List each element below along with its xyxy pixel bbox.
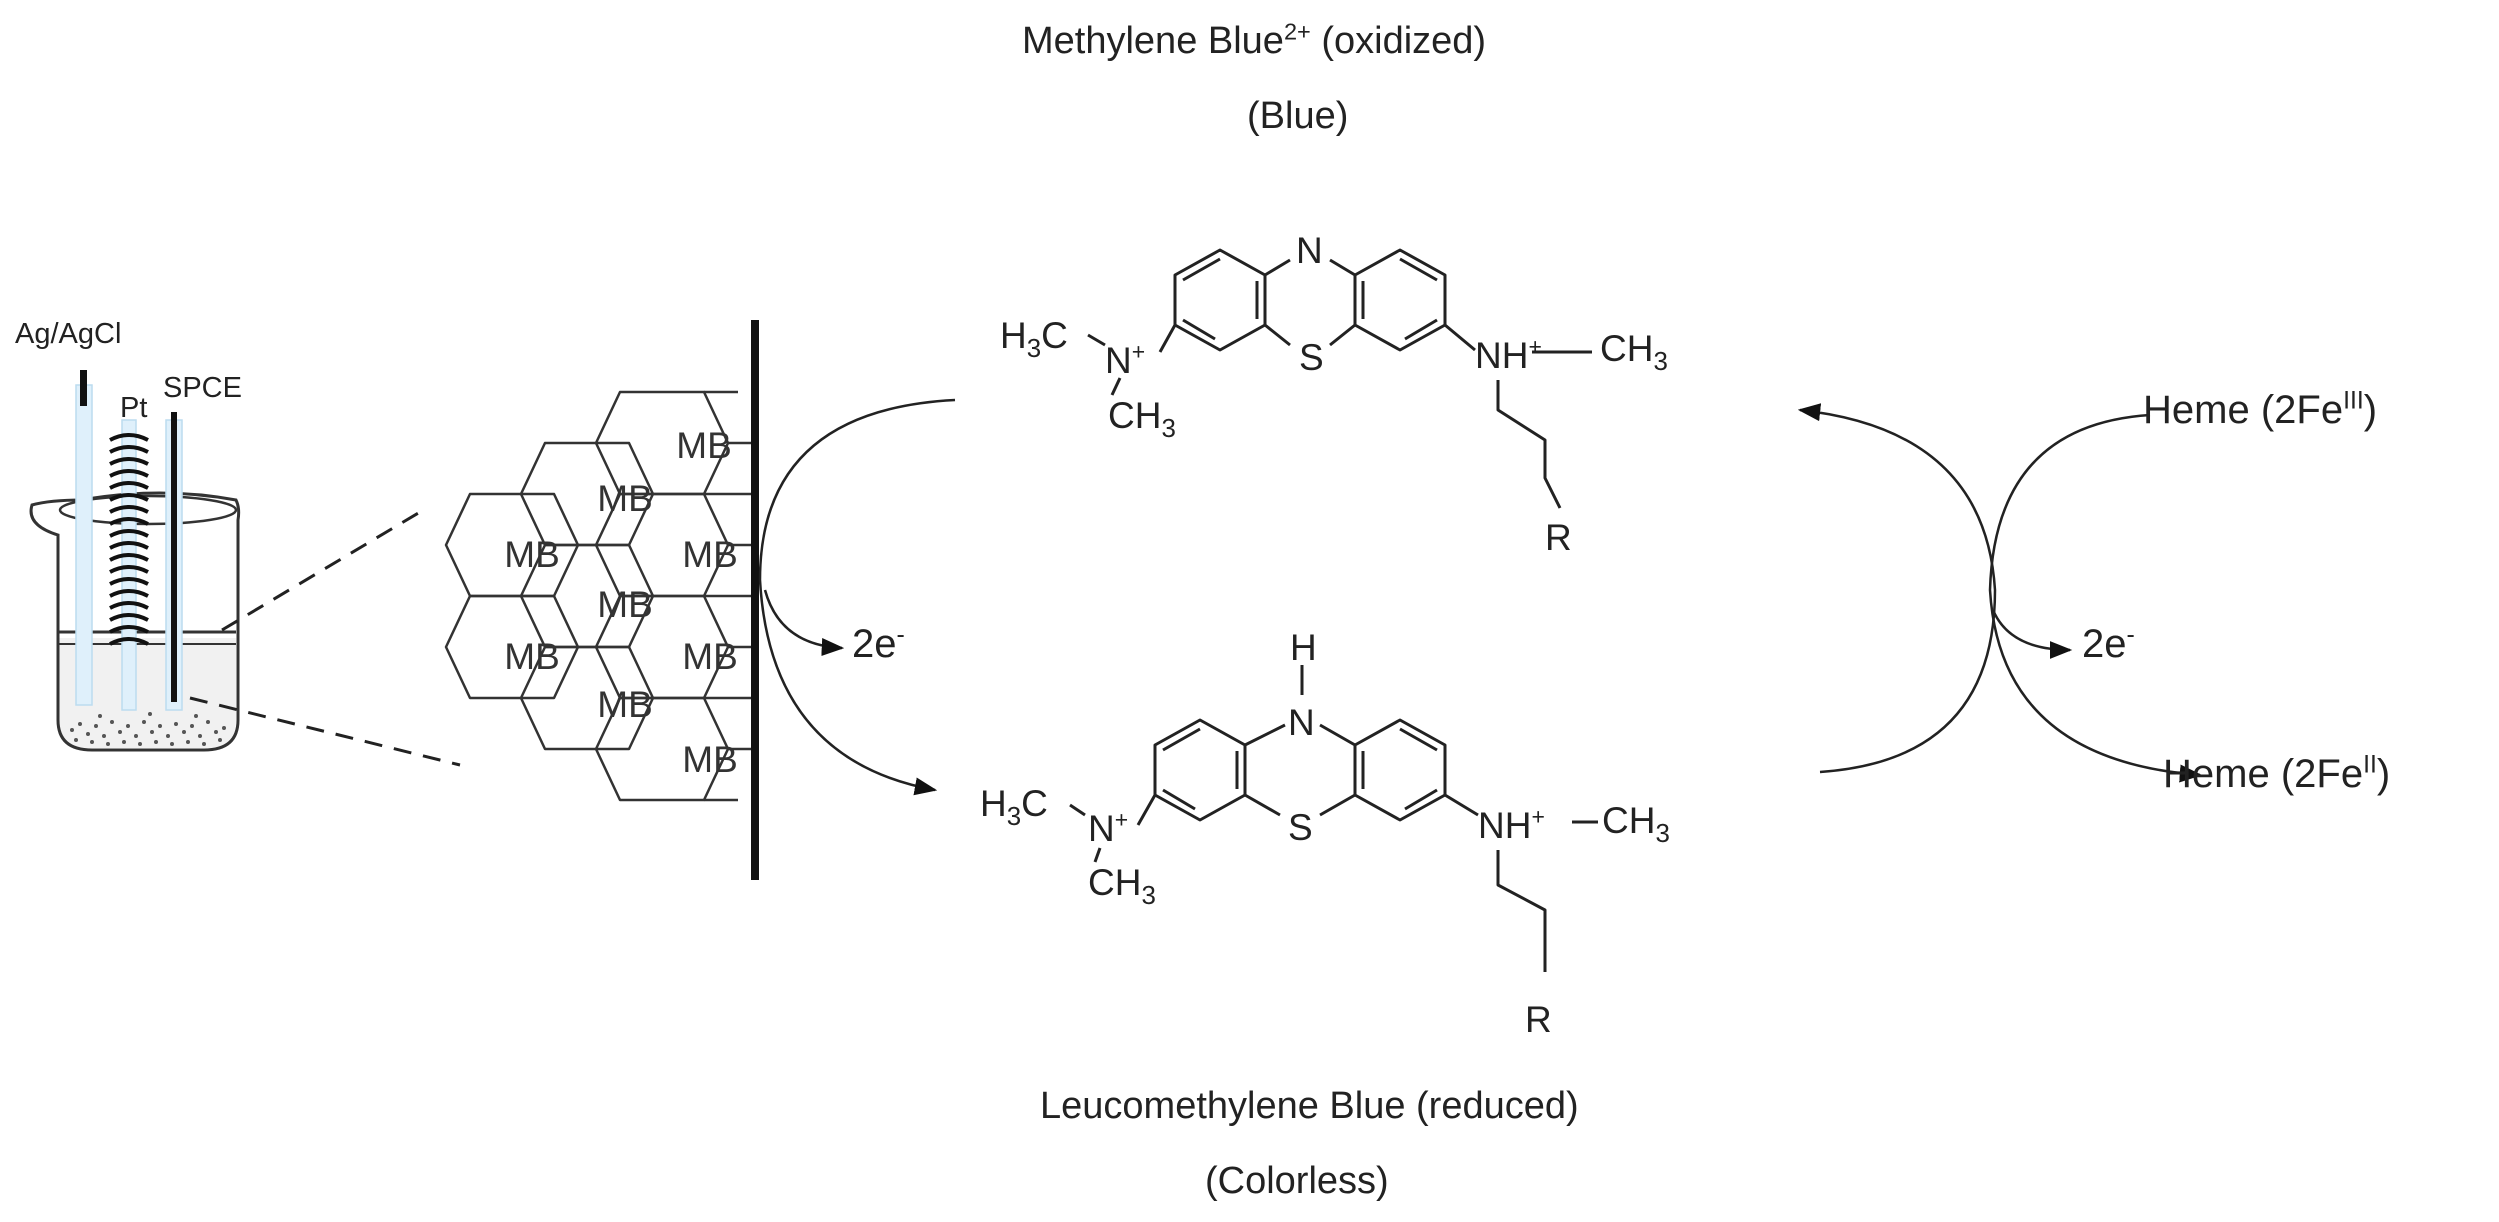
cell-sediment (70, 712, 226, 746)
atom-r: R (1525, 999, 1552, 1040)
spce-label: SPCE (163, 372, 242, 404)
pt-label: Pt (120, 392, 148, 424)
heme-oxidized-label: Heme (2FeIII) (2143, 387, 2378, 432)
heme-arc-arrow (1988, 413, 2203, 783)
left-electron-arrow (763, 589, 845, 657)
electron-label-right: 2e- (2082, 621, 2135, 666)
mb-left-h3c: H3C (1000, 315, 1068, 364)
mb-label: MB (676, 425, 732, 466)
mb-label: MB (597, 684, 653, 725)
mb-label: MB (597, 584, 653, 625)
leuco-left-h3c: H3C (980, 783, 1048, 832)
mb-label: MB (504, 534, 560, 575)
leuco-left-ch3: CH3 (1088, 862, 1156, 911)
mb-label: MB (682, 534, 738, 575)
atom-r: R (1545, 517, 1572, 558)
oxidized-color-label: (Blue) (1247, 95, 1349, 137)
atom-n-ring: N (1296, 230, 1323, 271)
mb-right-ch3: CH3 (1600, 328, 1668, 377)
mb-label: MB (682, 636, 738, 677)
mb-left-ch3: CH3 (1108, 395, 1176, 444)
zoom-line-bottom (189, 696, 461, 767)
oxidized-title: Methylene Blue2+ (oxidized) (1022, 18, 1487, 62)
left-arc-arrow (758, 398, 956, 796)
heme-reduced-label: Heme (2FeII) (2163, 751, 2391, 796)
mb-label: MB (682, 739, 738, 780)
mb-right-nh-plus: NH+ (1475, 333, 1542, 376)
mb-label: MB (597, 478, 653, 519)
right-electron-arrow (1991, 609, 2073, 659)
cell-solution (58, 638, 236, 748)
atom-h-nh: H (1290, 627, 1317, 668)
zoom-line-top (221, 510, 421, 632)
atom-n-ring: N (1288, 702, 1315, 743)
atom-s-ring: S (1288, 807, 1313, 848)
leuco-right-ch3: CH3 (1602, 800, 1670, 849)
mb-left-n-plus: N+ (1105, 338, 1146, 381)
electron-label-left: 2e- (852, 621, 905, 666)
mb-label: MB (504, 636, 560, 677)
reduced-color-label: (Colorless) (1205, 1160, 1389, 1202)
leuco-left-n-plus: N+ (1088, 806, 1129, 849)
hexagon-lattice (444, 390, 752, 802)
pt-coil (109, 433, 149, 646)
atom-s-ring: S (1299, 337, 1324, 378)
right-arc-arrow (1797, 403, 1997, 774)
ag-agcl-label: Ag/AgCl (15, 318, 122, 350)
leuco-right-nh-plus: NH+ (1478, 803, 1545, 846)
reduced-title: Leucomethylene Blue (reduced) (1040, 1085, 1579, 1127)
